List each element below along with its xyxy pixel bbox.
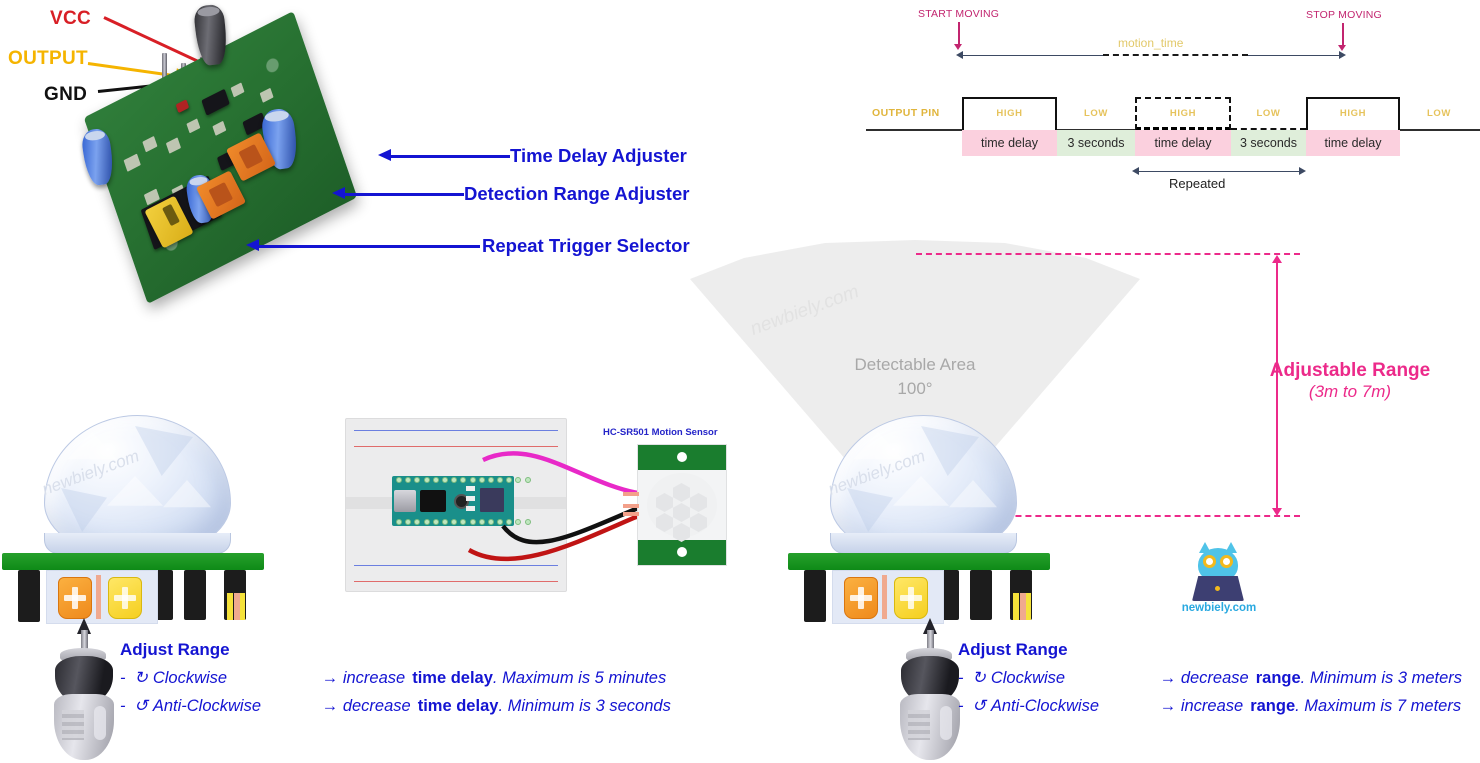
row-dash: - (120, 697, 126, 715)
arduino-nano (392, 476, 531, 526)
duration-box: time delay (1135, 130, 1231, 156)
rotation-icon: ↻ (134, 669, 148, 687)
arrow-icon: → (321, 669, 339, 687)
rotation-icon: ↻ (972, 669, 986, 687)
repeated-label: Repeated (1169, 176, 1226, 191)
pir-side-view-right: newbiely.com (782, 415, 1060, 624)
pcb-edge (2, 553, 264, 570)
adjustable-range-block: Adjustable Range (3m to 7m) (1220, 360, 1480, 402)
row-direction: Anti-Clockwise (990, 697, 1100, 715)
pin-label-gnd: GND (44, 84, 88, 105)
wiring-diagram: HC-SR501 Motion Sensor (345, 418, 745, 600)
row-action: decrease (1180, 669, 1249, 687)
pir-side-view-left: newbiely.com (0, 415, 274, 624)
usb-port (394, 490, 416, 512)
pcb-edge (788, 553, 1050, 570)
row-target: range (1250, 697, 1296, 715)
state-label: HIGH (1339, 108, 1367, 119)
state-label: HIGH (996, 108, 1023, 119)
row-action: increase (342, 669, 406, 687)
duration-box: 3 seconds (1057, 130, 1135, 156)
callout-time-delay-adjuster: Time Delay Adjuster (374, 145, 687, 170)
rotation-icon: ↺ (972, 697, 986, 715)
arrow-icon: → (1159, 697, 1177, 715)
range-adjuster-screw[interactable] (108, 577, 142, 619)
duration-box: time delay (1306, 130, 1400, 156)
time-delay-adjuster-screw[interactable] (844, 577, 878, 619)
motion-time-label: motion_time (1118, 36, 1184, 50)
adjust-row: - ↻ Clockwise → increase time delay . Ma… (120, 664, 671, 692)
hc-sr501-label: HC-SR501 Motion Sensor (603, 427, 718, 438)
row-action: decrease (342, 697, 411, 715)
hc-sr501-module (637, 444, 727, 566)
mcu-chip (420, 490, 446, 512)
adjust-range-right: Adjust Range - ↻ Clockwise → decrease ra… (958, 640, 1462, 720)
row-direction: Clockwise (990, 669, 1066, 687)
newbiely-logo: newbiely.com (1178, 542, 1258, 614)
row-dash: - (120, 669, 126, 687)
row-note: . Minimum is 3 meters (1300, 669, 1463, 687)
callout-label: Time Delay Adjuster (510, 145, 687, 166)
logo-text: newbiely.com (1181, 602, 1257, 614)
callout-label: Repeat Trigger Selector (482, 235, 690, 256)
timing-diagram: START MOVING STOP MOVING motion_time OUT… (866, 0, 1480, 200)
callout-label: Detection Range Adjuster (464, 183, 690, 204)
adjust-row: - ↻ Clockwise → decrease range . Minimum… (958, 664, 1462, 692)
row-direction: Anti-Clockwise (152, 697, 262, 715)
duration-box: 3 seconds (1231, 130, 1306, 156)
stop-moving-label: STOP MOVING (1306, 9, 1382, 21)
state-label: LOW (1256, 108, 1281, 119)
state-label: LOW (1427, 108, 1451, 119)
row-dash: - (958, 669, 964, 687)
row-note: . Minimum is 3 seconds (498, 697, 671, 715)
arrow-icon: → (321, 697, 339, 715)
adjust-range-heading: Adjust Range (958, 640, 1068, 659)
row-target: time delay (417, 697, 499, 715)
range-adjuster-screw[interactable] (894, 577, 928, 619)
pin-label-vcc: VCC (50, 8, 92, 29)
row-target: time delay (412, 669, 493, 687)
detectable-area-title: Detectable Area (854, 355, 976, 374)
pin-label-output: OUTPUT (8, 48, 88, 69)
adjustable-range-value: (3m to 7m) (1308, 382, 1392, 401)
adjustable-range-title: Adjustable Range (1269, 360, 1431, 381)
screwdriver-right (888, 618, 980, 763)
pir-module-photo (68, 3, 448, 305)
row-note: . Maximum is 5 minutes (492, 669, 667, 687)
callout-repeat-trigger-selector: Repeat Trigger Selector (244, 235, 690, 260)
rotation-icon: ↺ (134, 697, 148, 715)
adjust-row: - ↺ Anti-Clockwise → decrease time delay… (120, 692, 671, 720)
screwdriver-left (42, 618, 134, 763)
row-note: . Maximum is 7 meters (1295, 697, 1462, 715)
callout-detection-range-adjuster: Detection Range Adjuster (330, 183, 690, 208)
adjust-range-left: Adjust Range - ↻ Clockwise → increase ti… (120, 640, 671, 720)
row-action: increase (1180, 697, 1244, 715)
time-delay-adjuster-screw[interactable] (58, 577, 92, 619)
arrow-icon: → (1159, 669, 1177, 687)
row-direction: Clockwise (152, 669, 228, 687)
state-label: LOW (1084, 108, 1108, 119)
jumper-wires (467, 451, 644, 562)
adjust-range-heading: Adjust Range (120, 640, 230, 659)
duration-box: time delay (962, 130, 1057, 156)
adjust-row: - ↺ Anti-Clockwise → increase range . Ma… (958, 692, 1462, 720)
output-pin-label: OUTPUT PIN (872, 107, 940, 119)
start-moving-label: START MOVING (918, 8, 1000, 20)
state-label: HIGH (1169, 108, 1197, 119)
row-dash: - (958, 697, 964, 715)
detectable-area-angle: 100° (897, 379, 933, 398)
row-target: range (1255, 669, 1301, 687)
